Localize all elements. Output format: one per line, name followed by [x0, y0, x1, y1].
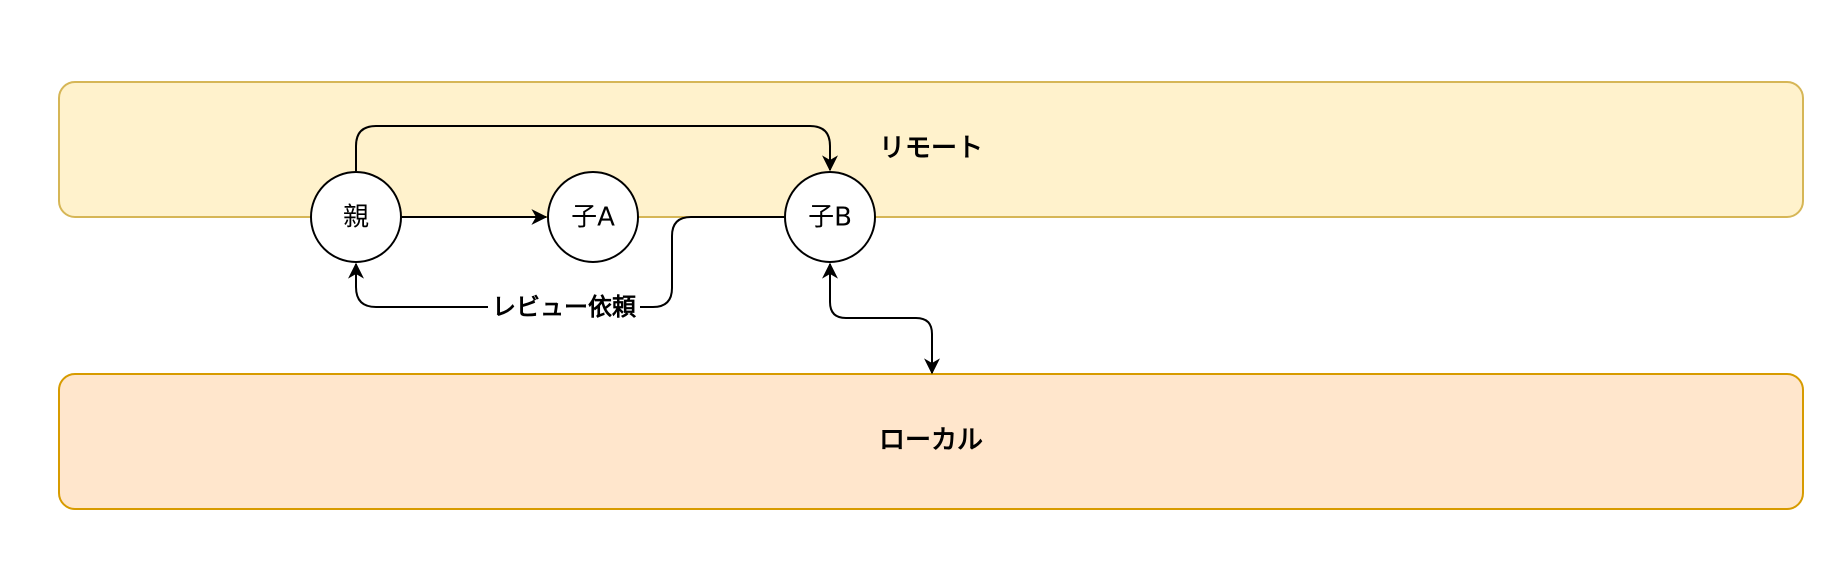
- lane-remote-label: リモート: [879, 134, 983, 164]
- edge-parent-to-child-b: [355, 125, 838, 172]
- edge-review-request: [348, 216, 784, 308]
- node-child-b-circle: [784, 171, 876, 263]
- node-parent-circle: [310, 171, 402, 263]
- node-parent-label: 親: [343, 203, 369, 233]
- node-parent[interactable]: 親: [310, 171, 402, 263]
- edge-child-b-local: [822, 262, 940, 375]
- node-child-b[interactable]: 子B: [784, 171, 876, 263]
- edge-label-review-request: レビュー依頼: [492, 293, 637, 321]
- lane-local-label: ローカル: [879, 426, 983, 456]
- lane-remote: [58, 81, 1804, 218]
- node-child-b-label: 子B: [808, 203, 852, 233]
- node-child-a[interactable]: 子A: [547, 171, 639, 263]
- node-child-a-label: 子A: [571, 203, 615, 233]
- edge-label-background: [488, 292, 640, 322]
- node-child-a-circle: [547, 171, 639, 263]
